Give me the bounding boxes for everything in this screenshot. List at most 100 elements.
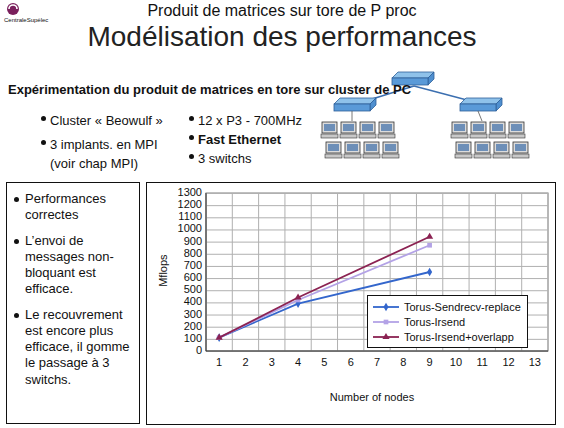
grid-line (548, 193, 549, 351)
axis-tick: 100 (160, 332, 202, 345)
bullet-dot (189, 116, 194, 121)
grid-line (206, 205, 548, 206)
grid-line (206, 351, 548, 352)
grid-line (284, 193, 285, 351)
legend-text: Torus-Irsend+overlapp (404, 331, 514, 343)
axis-tick: 10 (442, 356, 470, 369)
legend-swatch (372, 317, 400, 327)
axis-tick: 1100 (160, 210, 202, 223)
bullet-item: 3 switchs (186, 148, 251, 167)
axis-tick: 6 (337, 356, 365, 369)
pc-icon (363, 142, 380, 158)
grid-line (311, 193, 312, 351)
axis-tick: 13 (521, 356, 549, 369)
bullet-item: 12 x P3 - 700MHz (186, 110, 302, 129)
bullet-dot (41, 140, 46, 145)
pc-icon (325, 142, 342, 158)
bullet-item: 3 implants. en MPI (voir chap MPI) (38, 134, 185, 172)
slide-title: Modélisation des performances (0, 20, 564, 54)
grid-line (206, 229, 548, 230)
pc-icon (493, 142, 510, 158)
pc-icon (321, 122, 338, 138)
bullet-text: 3 switchs (198, 151, 251, 166)
pc-icon (508, 122, 525, 138)
axis-tick: 8 (389, 356, 417, 369)
pc-icon (382, 142, 399, 158)
axis-title: Number of nodes (330, 391, 414, 404)
grid-line (206, 290, 548, 291)
axis-tick: 900 (160, 235, 202, 248)
bullet-dot (14, 239, 19, 244)
grid-line (206, 278, 548, 279)
bullet-item: Le recouvrement est encore plus efficace… (11, 307, 135, 388)
pc-icon (344, 142, 361, 158)
axis-tick: 5 (310, 356, 338, 369)
bullet-dot (189, 154, 194, 159)
axis-tick: 11 (468, 356, 496, 369)
bullet-text: Performances correctes (25, 191, 106, 222)
switch-icon (460, 98, 502, 111)
grid-line (206, 217, 548, 218)
logo-mark (7, 3, 19, 15)
bullet-item: Fast Ethernet (186, 129, 281, 148)
section-heading: Expérimentation du produit de matrices e… (8, 82, 411, 98)
axis-tick: 300 (160, 308, 202, 321)
switch-icon (334, 98, 376, 111)
axis-tick: 12 (495, 356, 523, 369)
legend-item: Torus-Sendrecv-replace (372, 299, 521, 314)
axis-tick: 400 (160, 295, 202, 308)
axis-tick: 3 (258, 356, 286, 369)
chart-frame: MflopsNumber of nodes Torus-Sendrecv-repl… (146, 182, 556, 425)
axis-tick: 2 (231, 356, 259, 369)
grid-line (337, 193, 338, 351)
grid-line (232, 193, 233, 351)
pc-icon (455, 142, 472, 158)
pc-icon (474, 142, 491, 158)
bullet-text: Fast Ethernet (198, 132, 281, 147)
legend-box: Torus-Sendrecv-replaceTorus-IrsendTorus-… (367, 295, 528, 348)
bullet-dot (14, 313, 19, 318)
slide-header: Produit de matrices sur tore de P proc (0, 1, 564, 20)
legend-swatch (372, 302, 400, 312)
pc-icon (378, 122, 395, 138)
axis-tick: 1000 (160, 222, 202, 235)
logo-text: CentraleSupélec (4, 17, 48, 24)
legend-text: Torus-Irsend (404, 316, 465, 328)
bullet-text: 12 x P3 - 700MHz (198, 113, 302, 128)
axis-tick: 1300 (160, 186, 202, 199)
axis-tick: 4 (284, 356, 312, 369)
axis-tick: 9 (416, 356, 444, 369)
bullet-item: Cluster « Beowulf » (38, 110, 163, 129)
bullet-item: Performances correctes (11, 191, 135, 224)
pc-icon (359, 122, 376, 138)
axis-tick: 1200 (160, 198, 202, 211)
bullet-dot (14, 197, 19, 202)
legend-swatch (372, 332, 400, 342)
plot-area (206, 193, 548, 352)
axis-tick: 1 (205, 356, 233, 369)
legend-item: Torus-Irsend+overlapp (372, 329, 521, 344)
legend-text: Torus-Sendrecv-replace (404, 301, 521, 313)
bullet-dot (189, 135, 194, 140)
bullet-dot (41, 116, 46, 121)
axis-tick: 7 (363, 356, 391, 369)
pc-icon (451, 122, 468, 138)
bullet-text: L’envoi de messages non-bloquant est eff… (25, 233, 114, 297)
bullet-text: Cluster « Beowulf » (50, 113, 163, 128)
pc-icon (489, 122, 506, 138)
grid-line (258, 193, 259, 351)
axis-tick: 0 (160, 344, 202, 357)
legend-item: Torus-Irsend (372, 314, 521, 329)
axis-title: Mflops (156, 255, 169, 287)
bullet-text: 3 implants. en MPI (voir chap MPI) (50, 137, 158, 171)
text-panel: Performances correctesL’envoi de message… (6, 182, 140, 424)
grid-line (206, 193, 207, 351)
pc-icon (340, 122, 357, 138)
grid-line (206, 193, 548, 194)
grid-line (206, 242, 548, 243)
bullet-item: L’envoi de messages non-bloquant est eff… (11, 233, 135, 298)
pc-icon (512, 142, 529, 158)
pc-icon (470, 122, 487, 138)
axis-tick: 200 (160, 320, 202, 333)
grid-line (206, 254, 548, 255)
